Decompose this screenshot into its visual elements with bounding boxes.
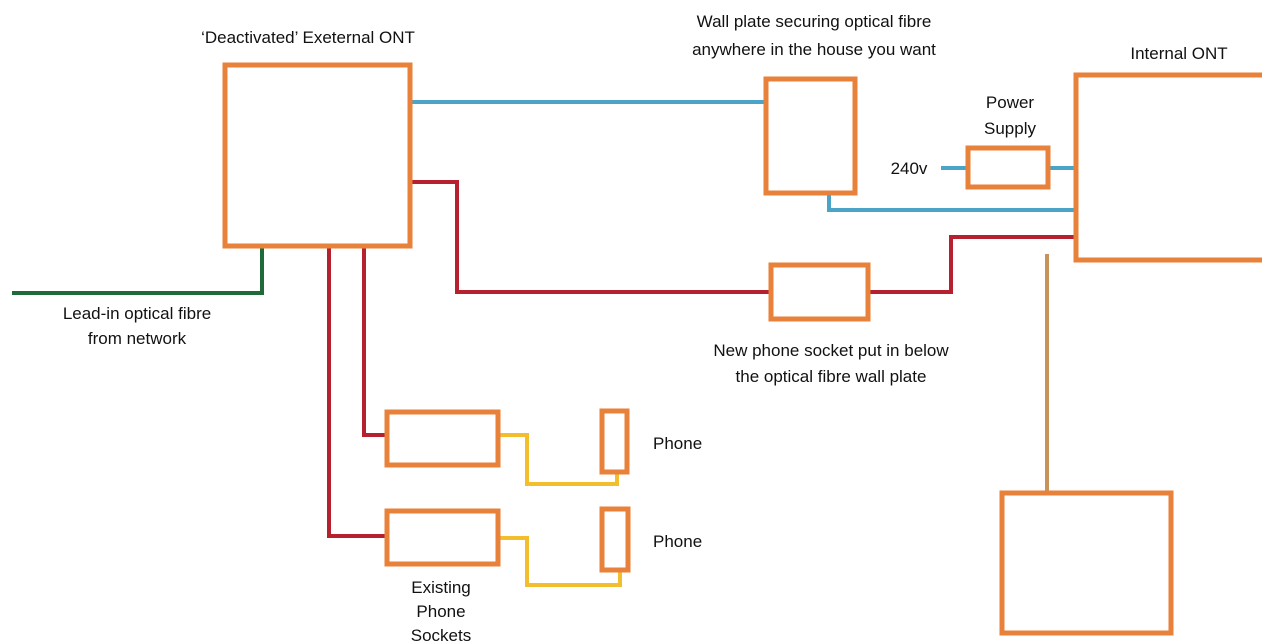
phone-1-label: Phone	[653, 434, 702, 453]
phone-1-box	[599, 408, 630, 475]
phone-line-to-existing-socket-1	[362, 246, 387, 437]
phone-line-to-existing-socket-2	[327, 246, 387, 538]
fibre-link-wallplate-to-internal-ont	[827, 193, 1076, 212]
wall-plate-label-line1: Wall plate securing optical fibre	[697, 12, 932, 31]
phone-cord-1	[498, 433, 619, 486]
lead-in-fibre-line	[12, 246, 264, 295]
power-supply-box	[965, 145, 1051, 190]
phone-2-box	[599, 506, 631, 573]
new-socket-label-line2: the optical fibre wall plate	[736, 367, 927, 386]
existing-phone-socket-1	[384, 409, 501, 468]
existing-phone-socket-2	[384, 508, 501, 567]
phone-line-external-to-new-socket	[410, 180, 771, 294]
phone-cord-2	[498, 536, 622, 587]
wall-plate-box	[763, 76, 858, 196]
wall-plate-label-line2: anywhere in the house you want	[692, 40, 936, 59]
new-phone-socket-box	[768, 262, 871, 322]
power-supply-label-line2: Supply	[984, 119, 1036, 138]
existing-sockets-label-line1: Existing	[411, 578, 471, 597]
voltage-label: 240v	[891, 159, 928, 178]
power-supply-label-line1: Power	[986, 93, 1035, 112]
internal-ont-label: Internal ONT	[1130, 44, 1227, 63]
internal-ont-box	[1073, 72, 1262, 263]
lead-in-label-line1: Lead-in optical fibre	[63, 304, 211, 323]
new-socket-label-line1: New phone socket put in below	[713, 341, 949, 360]
phone-2-label: Phone	[653, 532, 702, 551]
external-ont-label: ‘Deactivated’ Exeternal ONT	[201, 28, 415, 47]
existing-sockets-label-line2: Phone	[416, 602, 465, 621]
lead-in-label-line2: from network	[88, 329, 187, 348]
existing-sockets-label-line3: Sockets	[411, 626, 471, 644]
phone-line-new-socket-to-internal-ont	[868, 235, 1076, 294]
lower-device-box	[999, 490, 1174, 636]
external-ont-box	[222, 62, 413, 249]
